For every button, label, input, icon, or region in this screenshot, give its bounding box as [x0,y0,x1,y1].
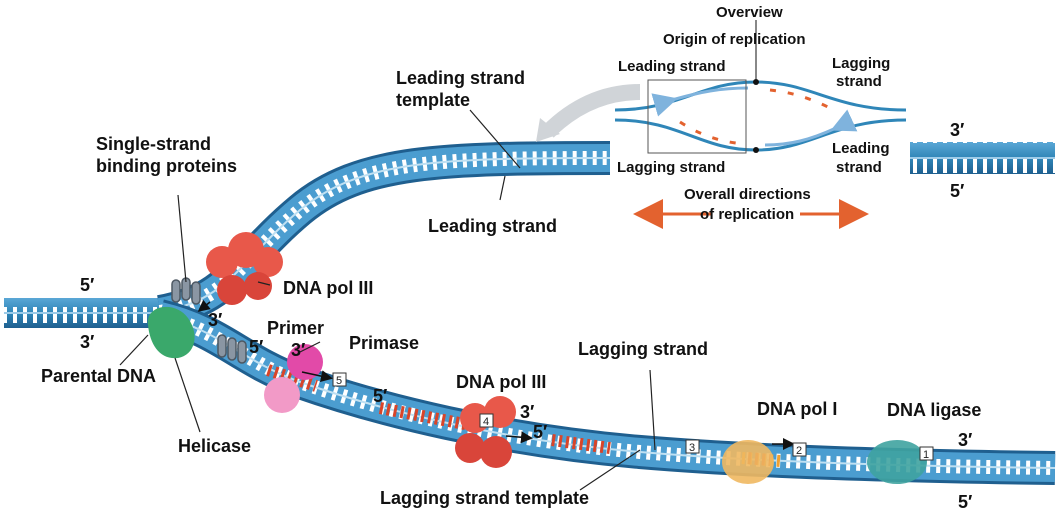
step-5-label: 5 [336,375,342,387]
end-pol3-bottom-3: 3′ [520,402,534,422]
primase-direction-arrow [301,370,333,382]
directions-label-1: Overall directions [684,186,811,203]
pol3-top-direction-arrow [197,299,211,312]
okazaki-fragments [266,364,781,467]
leading-strand-label: Leading strand [428,216,557,236]
right-dna-segment [910,142,1055,174]
end-primer-3: 3′ [291,340,305,360]
end-left-top: 5′ [80,275,94,295]
overview-leading-left: Leading strand [618,58,726,75]
end-right-segment-bottom: 5′ [950,181,964,201]
pol3-bottom-direction-arrow [505,431,533,444]
primase-icon [264,344,323,413]
overview-bubble [614,20,907,154]
dna-pol-i-icon [722,440,774,484]
step-3-label: 3 [689,442,695,454]
overview-leading-right-2: strand [836,159,882,176]
dna-ligase-icon [867,440,927,484]
step-2-label: 2 [796,445,802,457]
end-right-bottom-3: 3′ [958,430,972,450]
overview-lagging-left: Lagging strand [617,159,725,176]
directions-label-2: of replication [700,206,794,223]
dna-pol-iii-top-icon [206,232,283,305]
ssb-protein-icon [171,277,247,364]
lagging-template-label: Lagging strand template [380,488,589,508]
end-pol3-top-3: 3′ [208,310,222,330]
dna-pol-iii-bottom-label: DNA pol III [456,372,546,392]
step-boxes: 5 4 3 2 1 [332,372,934,461]
origin-label: Origin of replication [663,31,806,48]
primer-label: Primer [267,318,324,338]
helicase-icon [147,306,195,359]
ssb-label-2: binding proteins [96,156,237,176]
leading-template-label-2: template [396,90,470,110]
overview-leading-right-1: Leading [832,140,890,157]
dna-pol-iii-top-label: DNA pol III [283,278,373,298]
end-right-segment-top: 3′ [950,120,964,140]
end-right-bottom-5: 5′ [958,492,972,512]
overview-title: Overview [716,4,783,21]
ssb-label-1: Single-strand [96,134,211,154]
dna-ligase-label: DNA ligase [887,400,981,420]
step-1-label: 1 [923,449,929,461]
end-primer-5: 5′ [249,337,263,357]
overview-arrow-icon [542,84,641,138]
end-okazaki-5: 5′ [373,386,387,406]
helicase-label: Helicase [178,436,251,456]
parental-dna-label: Parental DNA [41,366,156,386]
step-4-label: 4 [483,416,489,428]
overview-arrow-head [536,118,560,142]
overview-lagging-right-1: Lagging [832,55,890,72]
end-left-bottom: 3′ [80,332,94,352]
primase-label: Primase [349,333,419,353]
leading-template-label-1: Leading strand [396,68,525,88]
parental-dna-duplex [4,298,164,328]
dna-pol-i-label: DNA pol I [757,399,837,419]
end-pol3-bottom-5: 5′ [533,422,547,442]
lagging-strand-label: Lagging strand [578,339,708,359]
leader-lines [119,109,656,491]
overview-lagging-right-2: strand [836,73,882,90]
